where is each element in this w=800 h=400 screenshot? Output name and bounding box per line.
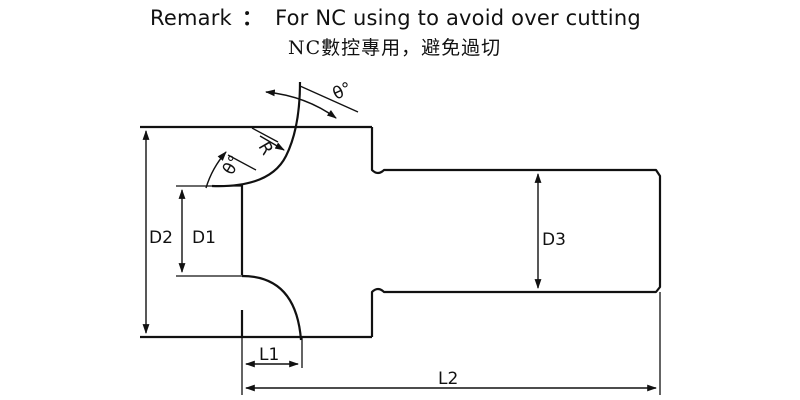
d2-label: D2 [149, 228, 173, 248]
dimension-lines [142, 89, 657, 392]
theta-top-arc [265, 89, 337, 119]
theta-left-arc [205, 151, 227, 189]
remark-line-1: Remark ： For NC using to avoid over cuttin… [150, 2, 641, 32]
remark-label: Remark [150, 6, 232, 30]
remark-english-text: For NC using to avoid over cutting [275, 6, 641, 30]
tool-outline [140, 81, 662, 341]
r-leader-line [259, 135, 285, 151]
d1-label: D1 [192, 228, 216, 248]
l1-label: L1 [259, 345, 279, 365]
remark-chinese-text: NC數控專用，避免過切 [288, 37, 502, 59]
l2-label: L2 [438, 369, 458, 389]
d3-label: D3 [542, 230, 566, 250]
r-label: R [254, 139, 277, 159]
extension-lines [176, 85, 661, 395]
remark-separator: ： [241, 6, 264, 30]
